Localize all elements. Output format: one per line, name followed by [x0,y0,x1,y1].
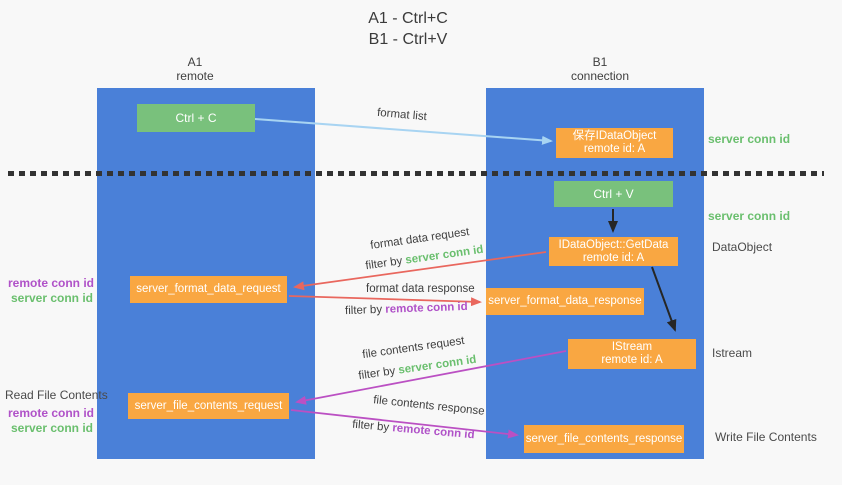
dataobject-label: DataObject [712,240,773,254]
filter-by-text: filter by [344,303,383,318]
server-format-data-request-label: server_format_data_request [136,283,281,295]
server-file-contents-request-label: server_file_contents_request [134,399,283,412]
server-format-data-request-box: server_format_data_request [130,276,287,303]
read-file-contents-label: Read File Contents [5,388,108,402]
lane-b1-title: B1 [592,55,608,69]
server-file-contents-response-label: server_file_contents_response [525,432,683,445]
format-data-response-arrow-label: format data response [366,283,475,295]
save-dataobject-line1: 保存IDataObject [572,130,657,142]
diagram-title: A1 - Ctrl+C B1 - Ctrl+V [308,8,508,50]
getdata-line2: remote id: A [582,251,645,264]
server-conn-id-top-label: server conn id [708,132,791,146]
ctrl-v-box: Ctrl + V [554,181,673,207]
phase-divider-dashed-line [8,171,824,176]
getdata-box: IDataObject::GetData remote id: A [549,237,678,266]
filter-by-text: filter by [357,365,397,383]
filter-by-value: server conn id [404,243,485,267]
filter-by-text: filter by [351,418,390,434]
title-line-2: B1 - Ctrl+V [368,31,448,48]
format-data-response-filter-label: filter by remote conn id [345,301,468,317]
file-contents-response-arrow-label: file contents response [372,394,486,418]
lane-b1-subtitle: connection [570,69,630,83]
server-conn-id-mid-label: server conn id [708,209,791,223]
server-conn-id-lower-label: server conn id [10,421,93,435]
lane-a1-subtitle: remote [176,69,214,83]
lane-a1-title: A1 [187,55,203,69]
istream-line1: IStream [611,341,653,353]
ctrl-c-box: Ctrl + C [137,104,255,132]
save-dataobject-line2: remote id: A [583,143,646,155]
istream-line2: remote id: A [601,354,663,366]
save-dataobject-box: 保存IDataObject remote id: A [556,128,673,158]
remote-conn-id-upper-label: remote conn id [8,276,95,290]
lower-left-conn-ids: remote conn id server conn id [8,406,95,436]
filter-by-text: filter by [364,255,404,273]
filter-by-value: remote conn id [391,422,476,442]
upper-left-conn-ids: remote conn id server conn id [8,276,95,306]
file-contents-response-filter-label: filter by remote conn id [352,419,475,442]
server-format-data-response-label: server_format_data_response [488,295,642,307]
server-format-data-response-box: server_format_data_response [486,288,644,315]
lane-header-a1: A1 remote [134,55,256,83]
ctrl-c-label: Ctrl + C [175,110,217,125]
format-list-arrow-label: format list [376,106,428,124]
filter-by-value: server conn id [397,353,478,377]
server-conn-id-upper-label: server conn id [10,291,93,305]
server-file-contents-response-box: server_file_contents_response [524,425,684,453]
istream-side-label: Istream [712,346,753,360]
remote-conn-id-lower-label: remote conn id [8,406,95,420]
server-file-contents-request-box: server_file_contents_request [128,393,289,419]
filter-by-value: remote conn id [385,300,468,316]
write-file-contents-label: Write File Contents [715,430,817,444]
title-line-1: A1 - Ctrl+C [368,10,448,27]
lane-header-b1: B1 connection [539,55,661,83]
ctrl-v-label: Ctrl + V [593,186,634,201]
getdata-line1: IDataObject::GetData [558,238,669,251]
istream-box: IStream remote id: A [568,339,696,369]
